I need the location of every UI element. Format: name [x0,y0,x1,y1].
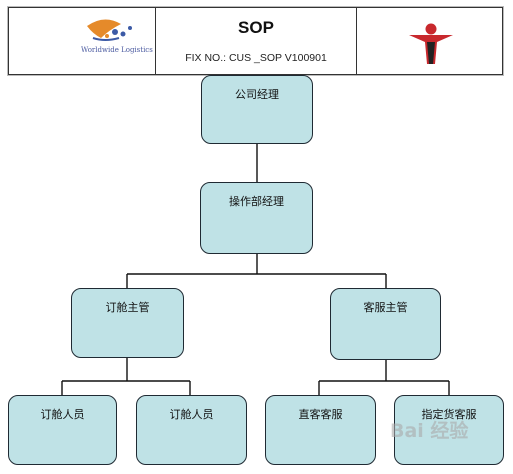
node-label: 直客客服 [298,408,343,421]
node-booking-supervisor: 订舱主管 [71,288,184,358]
worldwide-logistics-logo [87,19,132,41]
node-label: 订舱主管 [105,301,150,314]
document-title: SOP [238,18,274,37]
logo-text: Worldwide Logistics [81,46,153,54]
node-label: 公司经理 [235,88,279,101]
node-company-manager: 公司经理 [201,75,313,144]
node-operations-manager: 操作部经理 [200,182,313,254]
node-direct-customer-service: 直客客服 [265,395,376,465]
node-label: 操作部经理 [229,195,284,208]
title-cell: SOP FIX NO.: CUS _SOP V100901 [156,8,357,74]
node-booking-staff-2: 订舱人员 [136,395,247,465]
node-customer-service-supervisor: 客服主管 [330,288,441,360]
node-label: 指定货客服 [421,408,477,421]
document-header: Worldwide Logistics SOP FIX NO.: CUS _SO… [8,7,503,75]
node-label: 订舱人员 [169,408,214,421]
emblem-cell [357,8,502,74]
node-nominated-cargo-service: 指定货客服 [394,395,504,465]
node-booking-staff-1: 订舱人员 [8,395,117,465]
node-label: 客服主管 [363,301,408,314]
node-label: 订舱人员 [40,408,85,421]
figure-emblem-icon [409,23,453,64]
logo-cell: Worldwide Logistics [9,8,156,74]
fix-number: FIX NO.: CUS _SOP V100901 [185,52,327,64]
baidu-watermark: Bai 经验 [390,420,469,442]
